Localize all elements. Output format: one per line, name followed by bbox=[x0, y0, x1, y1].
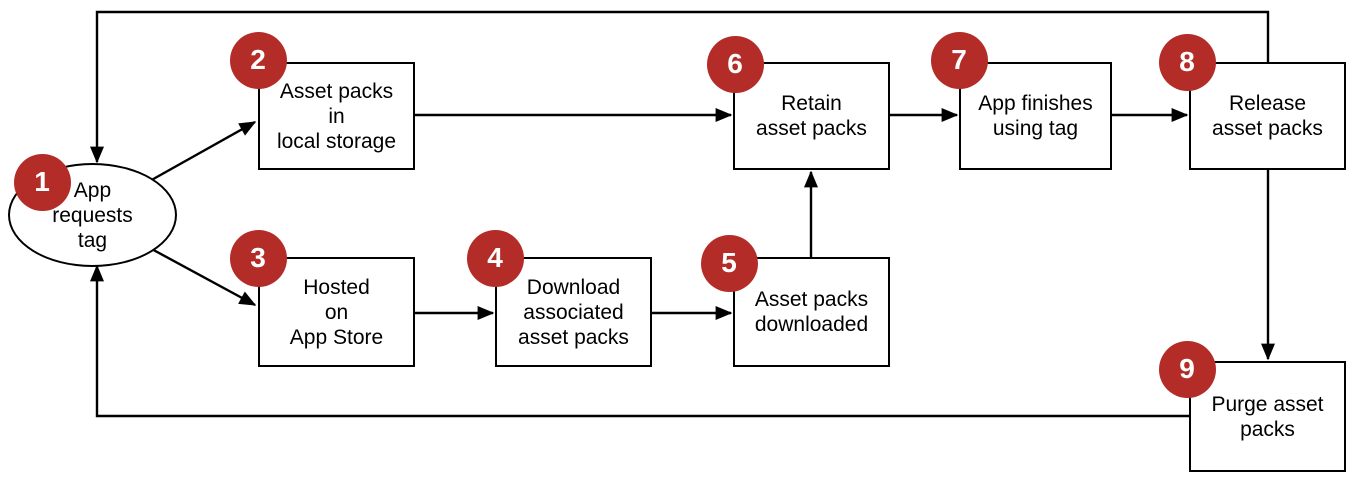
release-asset-packs-label: Release asset packs bbox=[1212, 92, 1323, 140]
node-app-finishes-using-tag: App finishes using tag bbox=[959, 62, 1112, 170]
node-retain-asset-packs: Retain asset packs bbox=[733, 62, 890, 170]
step-badge-2: 2 bbox=[229, 31, 287, 89]
node-hosted-on-app-store: Hosted on App Store bbox=[258, 257, 415, 367]
step-badge-8: 8 bbox=[1158, 33, 1216, 91]
hosted-on-app-store-label: Hosted on App Store bbox=[289, 275, 384, 349]
app-finishes-using-tag-label: App finishes using tag bbox=[978, 92, 1093, 140]
node-download-asset-packs: Download associated asset packs bbox=[495, 257, 652, 367]
node-asset-packs-local: Asset packs in local storage bbox=[258, 62, 415, 170]
edge-app-requests-tag-to-asset-packs-local bbox=[147, 120, 257, 184]
edge-app-requests-tag-to-hosted-on-app-store bbox=[147, 245, 257, 307]
step-badge-7: 7 bbox=[930, 31, 988, 89]
node-release-asset-packs: Release asset packs bbox=[1189, 62, 1346, 170]
purge-asset-packs-label: Purge asset packs bbox=[1211, 392, 1324, 441]
download-asset-packs-label: Download associated asset packs bbox=[518, 275, 629, 349]
node-purge-asset-packs: Purge asset packs bbox=[1189, 361, 1346, 472]
edge-purge-asset-packs-to-app-requests-tag bbox=[90, 264, 1189, 418]
step-badge-3: 3 bbox=[229, 229, 287, 287]
step-badge-5: 5 bbox=[700, 234, 758, 292]
step-badge-9: 9 bbox=[1158, 340, 1216, 398]
edge-release-asset-packs-to-app-requests-tag bbox=[90, 10, 1270, 164]
retain-asset-packs-label: Retain asset packs bbox=[756, 92, 867, 140]
asset-packs-local-label: Asset packs in local storage bbox=[276, 79, 397, 153]
step-badge-6: 6 bbox=[706, 35, 764, 93]
step-badge-4: 4 bbox=[466, 229, 524, 287]
asset-packs-downloaded-label: Asset packs downloaded bbox=[754, 288, 869, 336]
node-asset-packs-downloaded: Asset packs downloaded bbox=[733, 257, 890, 367]
app-requests-tag-label: App requests tag bbox=[52, 178, 133, 252]
step-badge-1: 1 bbox=[13, 153, 71, 211]
